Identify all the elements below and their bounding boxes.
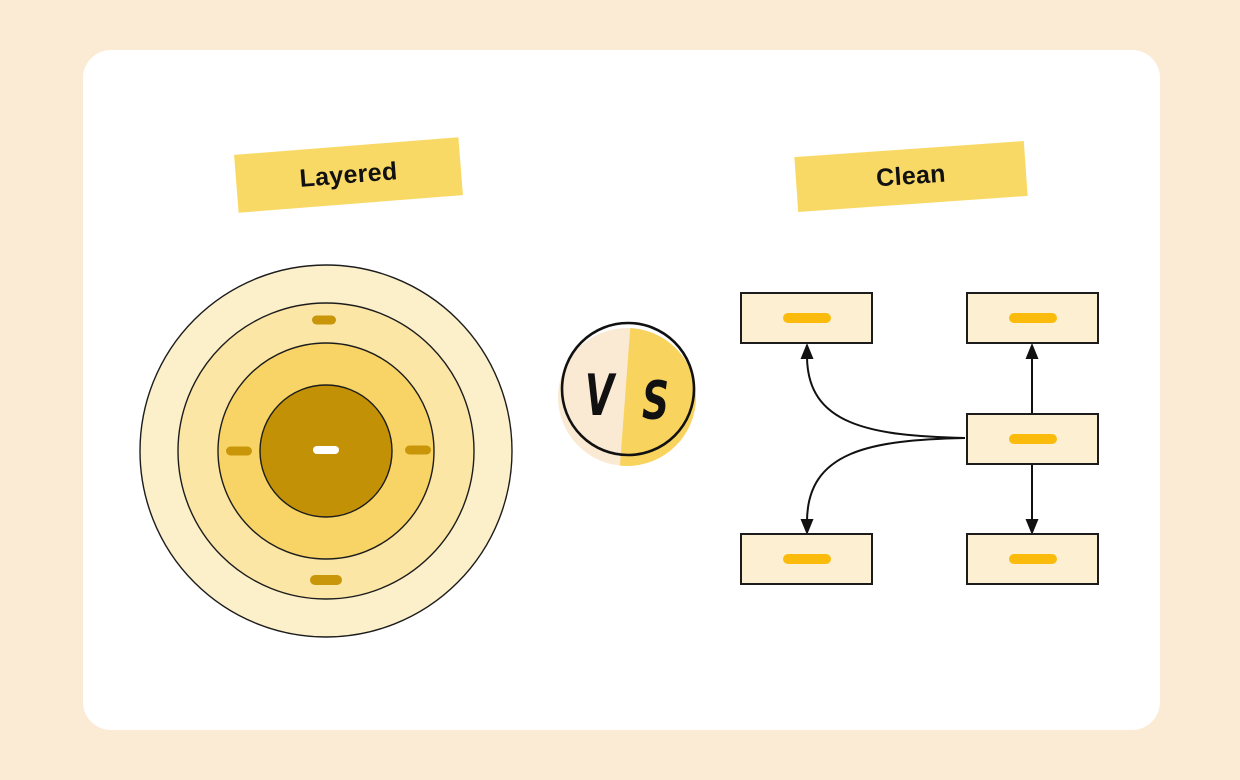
flow-node-bottom-left: [740, 533, 873, 585]
node-text-placeholder: [1008, 554, 1057, 564]
dash-marker-right: [405, 445, 431, 455]
clean-banner: Clean: [794, 141, 1028, 212]
node-text-placeholder: [1008, 313, 1057, 323]
layered-banner: Layered: [234, 137, 463, 213]
vs-badge-graphic: V S: [558, 321, 696, 466]
arrowhead-up-left: [800, 343, 814, 359]
node-text-placeholder: [782, 313, 831, 323]
vs-letter-v: V: [585, 363, 617, 429]
comparison-card: Layered Clean V S: [83, 50, 1160, 730]
node-text-placeholder: [1008, 434, 1057, 444]
flowchart-connectors: [800, 343, 1039, 535]
dash-marker-bottom: [310, 575, 342, 585]
dash-marker-center-white: [313, 446, 339, 454]
node-text-placeholder: [782, 554, 831, 564]
clean-banner-label: Clean: [875, 159, 947, 193]
flow-node-bottom-right: [966, 533, 1099, 585]
flow-node-top-left: [740, 292, 873, 344]
vs-badge: V S: [556, 318, 706, 478]
dash-marker-top: [312, 315, 336, 325]
arrowhead-up-right: [1025, 343, 1039, 359]
vs-outline-circle: [560, 321, 696, 457]
flow-node-middle-right: [966, 413, 1099, 465]
layered-circles-figure: [139, 264, 513, 638]
vs-letter-s: S: [642, 371, 669, 432]
dash-marker-left: [226, 446, 252, 456]
layered-banner-label: Layered: [298, 156, 399, 193]
arrowhead-down-right: [1025, 519, 1039, 535]
flow-node-top-right: [966, 292, 1099, 344]
arrowhead-down-left: [800, 519, 814, 535]
curved-connector-down: [806, 437, 966, 523]
curved-connector-up: [806, 355, 966, 439]
